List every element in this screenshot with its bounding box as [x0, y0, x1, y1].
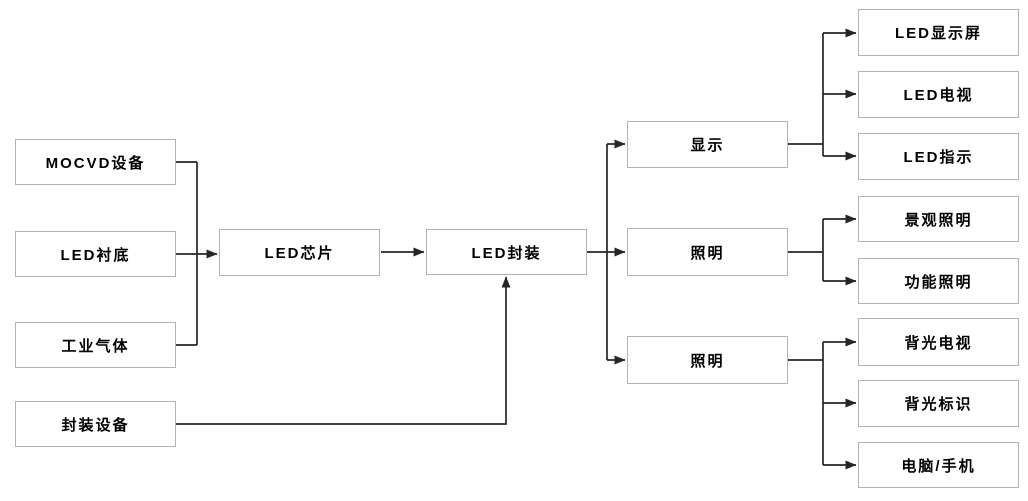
node-led-package: LED封装	[426, 229, 587, 275]
connector-package-rail	[587, 144, 608, 360]
connector-lighting2-rail	[788, 342, 824, 465]
node-led-tv: LED电视	[858, 71, 1019, 118]
node-led-substrate: LED衬底	[15, 231, 176, 277]
connector-lighting1-rail	[788, 219, 824, 281]
node-led-chip: LED芯片	[219, 229, 380, 276]
node-lighting-1: 照明	[627, 228, 788, 276]
connector-display-rail	[788, 33, 824, 156]
node-functional-lighting: 功能照明	[858, 258, 1019, 304]
node-backlight-tv: 背光电视	[858, 318, 1019, 366]
node-mocvd-equipment: MOCVD设备	[15, 139, 176, 185]
node-industrial-gas: 工业气体	[15, 322, 176, 368]
node-computer-phone: 电脑/手机	[858, 442, 1019, 488]
node-packaging-equipment: 封装设备	[15, 401, 176, 447]
node-led-indicator: LED指示	[858, 133, 1019, 180]
node-landscape-lighting: 景观照明	[858, 196, 1019, 242]
node-display: 显示	[627, 121, 788, 168]
node-led-display-screen: LED显示屏	[858, 9, 1019, 56]
connector-equipment-to-package	[176, 276, 511, 425]
node-backlight-signage: 背光标识	[858, 380, 1019, 427]
node-lighting-2: 照明	[627, 336, 788, 384]
